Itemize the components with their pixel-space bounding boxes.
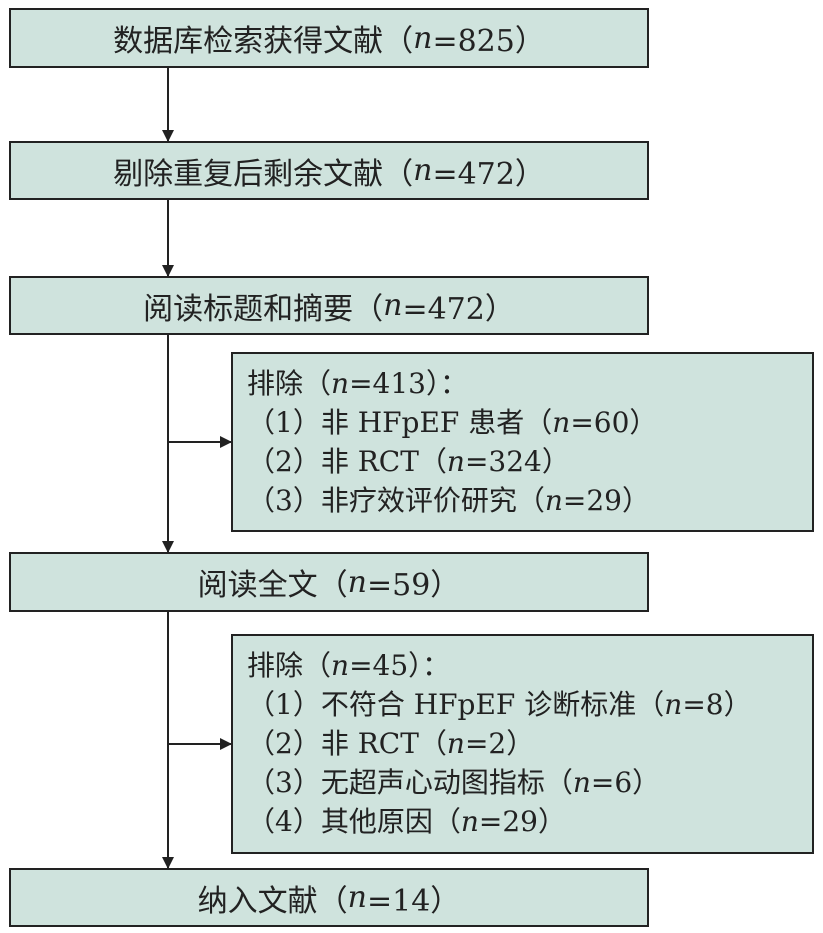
n-symbol: n	[347, 880, 367, 915]
exclusion-title: 排除（n=45）：	[247, 649, 451, 682]
n-symbol: n	[383, 288, 403, 323]
box-included-studies: 纳入文献（n=14）	[9, 868, 649, 927]
exclusion-item: （1）不符合 HFpEF 诊断标准（n=8）	[247, 688, 752, 721]
box-label: 剔除重复后剩余文献（	[113, 156, 414, 192]
box-title-abstract-screen: 阅读标题和摘要（n=472）	[9, 276, 649, 335]
n-symbol: n	[413, 153, 433, 188]
exclusion-title: 排除（n=413）：	[247, 367, 468, 400]
box-count: =472）	[432, 156, 545, 192]
box-label: 阅读全文（	[197, 568, 348, 603]
box-label: 阅读标题和摘要（	[143, 291, 384, 327]
box-count: =472）	[402, 291, 515, 327]
n-symbol: n	[347, 564, 367, 600]
box-count: =14）	[367, 883, 461, 919]
exclusion-item: （1）非 HFpEF 患者（n=60）	[247, 406, 658, 439]
box-count: =59）	[367, 568, 461, 603]
exclusion-box-2: 排除（n=45）： （1）不符合 HFpEF 诊断标准（n=8） （2）非 RC…	[231, 634, 814, 854]
box-after-dedup: 剔除重复后剩余文献（n=472）	[9, 141, 649, 200]
box-database-search: 数据库检索获得文献（n=825）	[9, 8, 649, 68]
box-label: 数据库检索获得文献（	[113, 24, 414, 59]
exclusion-item: （2）非 RCT（n=2）	[247, 727, 535, 760]
n-symbol: n	[413, 20, 433, 56]
box-count: =825）	[432, 24, 545, 59]
exclusion-item: （2）非 RCT（n=324）	[247, 445, 570, 478]
box-label: 纳入文献（	[197, 883, 348, 919]
exclusion-box-1: 排除（n=413）： （1）非 HFpEF 患者（n=60） （2）非 RCT（…	[231, 352, 814, 532]
box-full-text-review: 阅读全文（n=59）	[9, 552, 649, 612]
exclusion-item: （3）无超声心动图指标（n=6）	[247, 766, 661, 799]
exclusion-item: （4）其他原因（n=29）	[247, 805, 566, 838]
exclusion-item: （3）非疗效评价研究（n=29）	[247, 484, 650, 517]
